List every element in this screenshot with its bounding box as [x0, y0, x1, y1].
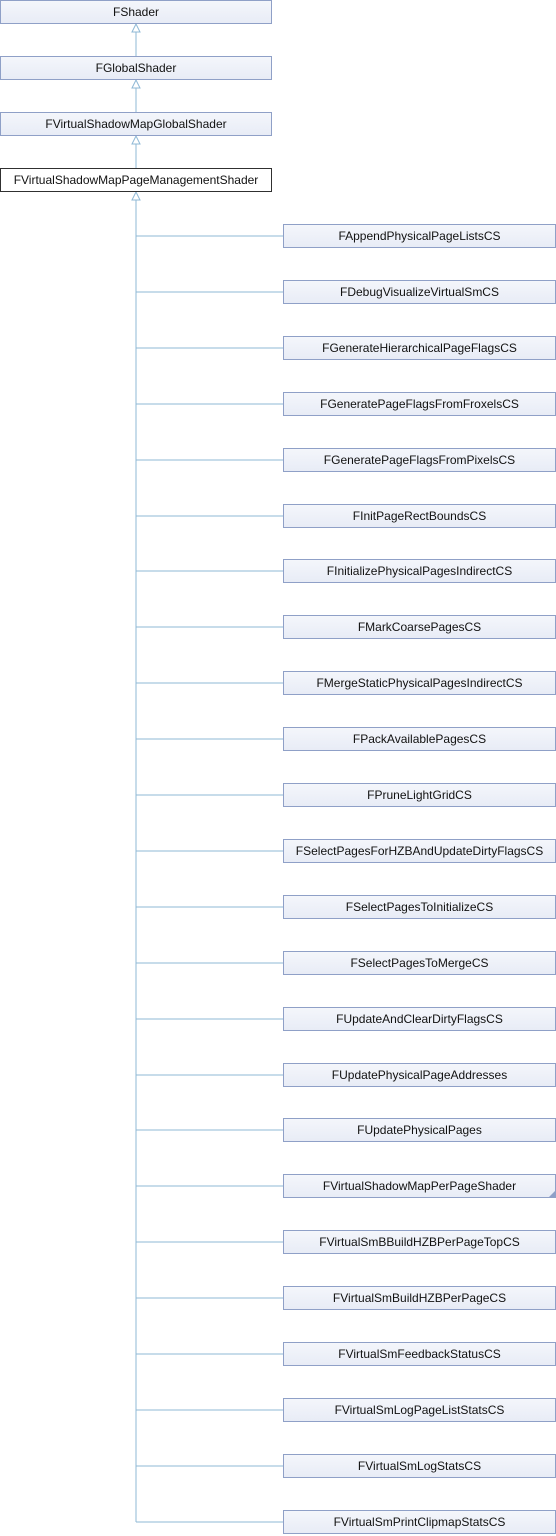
class-node-child[interactable]: FInitializePhysicalPagesIndirectCS: [283, 559, 556, 583]
class-node-current[interactable]: FVirtualShadowMapPageManagementShader: [0, 168, 272, 192]
class-node-child-label: FUpdateAndClearDirtyFlagsCS: [336, 1012, 503, 1026]
class-node-child-label: FVirtualSmBuildHZBPerPageCS: [332, 1291, 507, 1305]
class-node-child[interactable]: FVirtualSmPrintClipmapStatsCS: [283, 1510, 556, 1534]
inheritance-arrowhead: [131, 78, 141, 89]
class-node-child[interactable]: FGenerateHierarchicalPageFlagsCS: [283, 336, 556, 360]
class-node-child[interactable]: FPackAvailablePagesCS: [283, 727, 556, 751]
inheritance-arrowhead: [131, 190, 141, 201]
class-node-child[interactable]: FVirtualSmLogStatsCS: [283, 1454, 556, 1478]
class-node-child-label: FAppendPhysicalPageListsCS: [338, 229, 501, 243]
inheritance-arrowhead: [131, 134, 141, 145]
class-node-child-label: FDebugVisualizeVirtualSmCS: [340, 285, 499, 299]
class-node-child[interactable]: FVirtualSmLogPageListStatsCS: [283, 1398, 556, 1422]
inheritance-arrowhead: [131, 22, 141, 33]
class-node-child-label: FUpdatePhysicalPageAddresses: [331, 1068, 508, 1082]
class-node-child-label: FGenerateHierarchicalPageFlagsCS: [322, 341, 517, 355]
class-node-child[interactable]: FVirtualShadowMapPerPageShader: [283, 1174, 556, 1198]
class-node-child[interactable]: FVirtualSmBBuildHZBPerPageTopCS: [283, 1230, 556, 1254]
class-node-child[interactable]: FInitPageRectBoundsCS: [283, 504, 556, 528]
class-node-child[interactable]: FMergeStaticPhysicalPagesIndirectCS: [283, 671, 556, 695]
class-node-child-label: FSelectPagesToMergeCS: [350, 956, 489, 970]
class-node-child-label: FGeneratePageFlagsFromFroxelsCS: [320, 397, 519, 411]
class-node-child-label: FSelectPagesToInitializeCS: [345, 900, 494, 914]
class-node-child[interactable]: FMarkCoarsePagesCS: [283, 615, 556, 639]
class-node-child-label: FSelectPagesForHZBAndUpdateDirtyFlagsCS: [295, 844, 544, 858]
class-node-child-label: FInitPageRectBoundsCS: [352, 509, 487, 523]
class-node-ancestor[interactable]: FVirtualShadowMapGlobalShader: [0, 112, 272, 136]
class-node-child[interactable]: FDebugVisualizeVirtualSmCS: [283, 280, 556, 304]
class-node-ancestor-label: FShader: [112, 5, 160, 19]
class-node-child-label: FPackAvailablePagesCS: [352, 732, 487, 746]
class-node-child-label: FVirtualSmLogStatsCS: [357, 1459, 482, 1473]
class-node-child-label: FMergeStaticPhysicalPagesIndirectCS: [316, 676, 523, 690]
class-node-child-label: FVirtualShadowMapPerPageShader: [322, 1179, 517, 1193]
class-node-child-label: FUpdatePhysicalPages: [357, 1123, 482, 1137]
class-node-child[interactable]: FGeneratePageFlagsFromPixelsCS: [283, 448, 556, 472]
class-node-child-label: FPruneLightGridCS: [367, 788, 472, 802]
class-node-ancestor-label: FGlobalShader: [95, 61, 177, 75]
class-node-child-label: FGeneratePageFlagsFromPixelsCS: [323, 453, 516, 467]
class-node-ancestor[interactable]: FGlobalShader: [0, 56, 272, 80]
class-node-child[interactable]: FUpdateAndClearDirtyFlagsCS: [283, 1007, 556, 1031]
class-node-child[interactable]: FSelectPagesToInitializeCS: [283, 895, 556, 919]
class-node-child-label: FVirtualSmLogPageListStatsCS: [334, 1403, 505, 1417]
class-node-child[interactable]: FSelectPagesToMergeCS: [283, 951, 556, 975]
class-node-child[interactable]: FUpdatePhysicalPageAddresses: [283, 1063, 556, 1087]
more-descendants-marker-icon: [549, 1191, 555, 1197]
class-node-child[interactable]: FGeneratePageFlagsFromFroxelsCS: [283, 392, 556, 416]
class-node-child-label: FVirtualSmPrintClipmapStatsCS: [333, 1515, 506, 1529]
class-node-child[interactable]: FVirtualSmBuildHZBPerPageCS: [283, 1286, 556, 1310]
class-node-child-label: FMarkCoarsePagesCS: [357, 620, 482, 634]
class-node-child-label: FVirtualSmFeedbackStatusCS: [338, 1347, 501, 1361]
class-node-child[interactable]: FAppendPhysicalPageListsCS: [283, 224, 556, 248]
class-node-child[interactable]: FUpdatePhysicalPages: [283, 1118, 556, 1142]
class-node-child[interactable]: FVirtualSmFeedbackStatusCS: [283, 1342, 556, 1366]
class-node-current-label: FVirtualShadowMapPageManagementShader: [13, 173, 259, 187]
class-node-child[interactable]: FSelectPagesForHZBAndUpdateDirtyFlagsCS: [283, 839, 556, 863]
class-node-ancestor[interactable]: FShader: [0, 0, 272, 24]
class-node-ancestor-label: FVirtualShadowMapGlobalShader: [45, 117, 227, 131]
class-node-child[interactable]: FPruneLightGridCS: [283, 783, 556, 807]
class-node-child-label: FInitializePhysicalPagesIndirectCS: [326, 564, 513, 578]
class-node-child-label: FVirtualSmBBuildHZBPerPageTopCS: [319, 1235, 520, 1249]
